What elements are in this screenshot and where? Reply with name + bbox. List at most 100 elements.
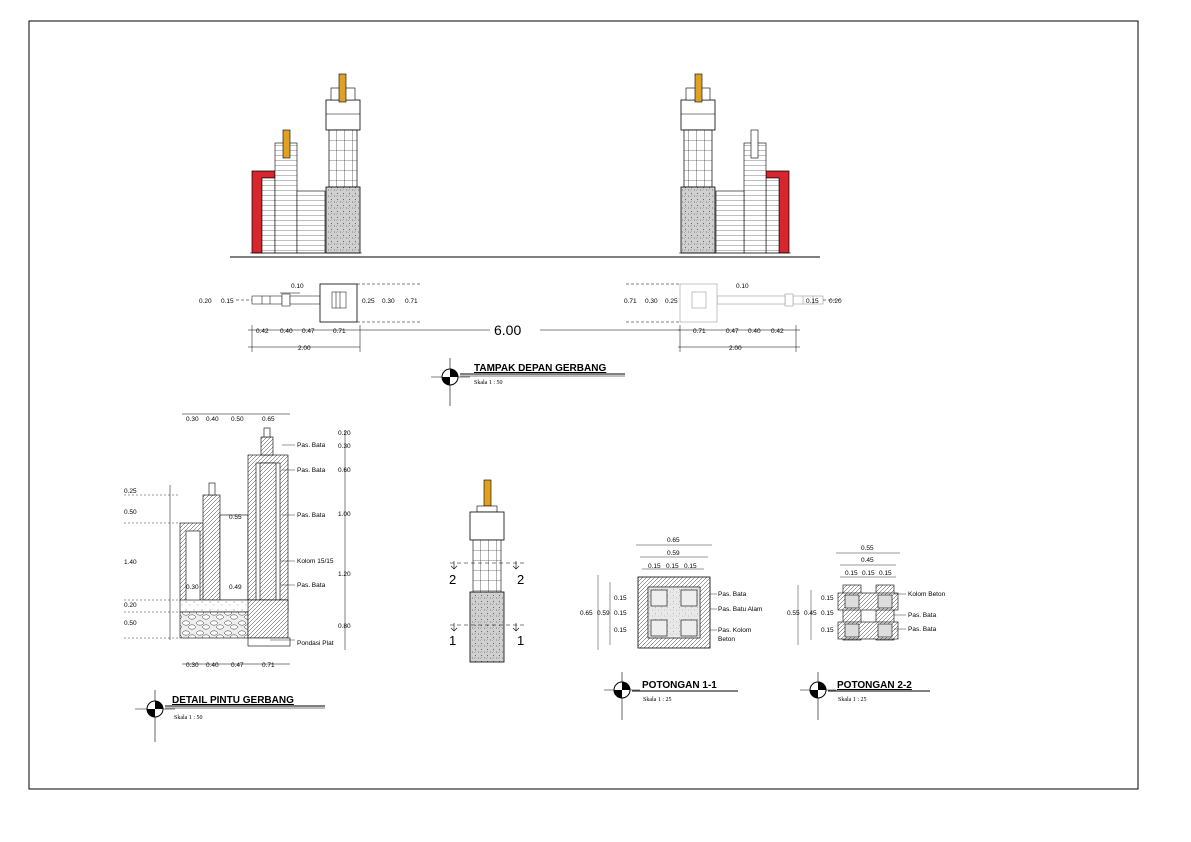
detail-top-0: 0.30	[186, 416, 199, 423]
sec1-left-0: 0.15	[614, 595, 627, 602]
detail-inner-2: 0.49	[229, 584, 242, 591]
pl-d071: 0.71	[405, 298, 418, 305]
small-pillar	[274, 142, 298, 254]
detail-right-4: 1.20	[338, 571, 351, 578]
sec1-title: POTONGAN 1-1	[642, 680, 717, 691]
sec2-left-mid: 0.45	[804, 610, 817, 617]
title-marker-detail	[135, 690, 325, 742]
detail-bottom-3: 0.71	[262, 662, 275, 669]
pl-b042: 0.42	[256, 328, 269, 335]
sec1-left-2: 0.15	[614, 627, 627, 634]
detail-bottom-2: 0.47	[231, 662, 244, 669]
pl-total: 2.00	[298, 345, 311, 352]
sec1-top-2: 0.15	[648, 563, 661, 570]
detail-section	[124, 413, 346, 665]
pl-d010: 0.10	[291, 283, 304, 290]
detail-label-2: Pas. Bata	[297, 512, 326, 519]
detail-right-0: 0.20	[338, 430, 351, 437]
cut-1-left: 1	[449, 633, 456, 648]
title-marker-sec1	[604, 672, 738, 720]
detail-right-5: 0.80	[338, 623, 351, 630]
sec2-top-4: 0.15	[879, 570, 892, 577]
detail-label-3: Kolom 15/15	[297, 558, 334, 565]
detail-top-3: 0.65	[262, 416, 275, 423]
pr-d071: 0.71	[624, 298, 637, 305]
section-2-2	[797, 552, 906, 645]
detail-label-0: Pas. Bata	[297, 442, 326, 449]
sec2-top-2: 0.15	[845, 570, 858, 577]
lamp-small	[282, 129, 291, 159]
pl-d030: 0.30	[382, 298, 395, 305]
sec2-label-0: Kolom Beton	[908, 591, 946, 598]
pl-b047: 0.47	[302, 328, 315, 335]
detail-label-5: Pondasi Plat	[297, 640, 334, 647]
detail-right-3: 1.00	[338, 511, 351, 518]
sec2-left-outer: 0.55	[787, 610, 800, 617]
sec1-top-0: 0.65	[667, 537, 680, 544]
pr-d015: 0.15	[806, 298, 819, 305]
sec1-left-outer: 0.65	[580, 610, 593, 617]
sec2-top-1: 0.45	[861, 557, 874, 564]
detail-label-4: Pas. Bata	[297, 582, 326, 589]
plan-right	[360, 283, 840, 352]
detail-bottom-1: 0.40	[206, 662, 219, 669]
sec2-left-1: 0.15	[821, 610, 834, 617]
pr-b047: 0.47	[726, 328, 739, 335]
sec1-label-3: Beton	[718, 636, 735, 643]
detail-inner-0: 0.55	[229, 514, 242, 521]
sec1-top-3: 0.15	[666, 563, 679, 570]
detail-bottom-0: 0.30	[186, 662, 199, 669]
pl-b071: 0.71	[333, 328, 346, 335]
detail-left-3: 0.20	[124, 602, 137, 609]
detail-top-2: 0.50	[231, 416, 244, 423]
front-scale: Skala 1 : 50	[474, 380, 503, 386]
sec1-label-1: Pas. Batu Alam	[718, 606, 762, 613]
detail-right-2: 0.60	[338, 467, 351, 474]
sec1-label-2: Pas. Kolom	[718, 627, 751, 634]
pr-d025: 0.25	[665, 298, 678, 305]
cut-2-left: 2	[449, 572, 456, 587]
detail-left-0: 0.25	[124, 488, 137, 495]
sec2-label-2: Pas. Bata	[908, 626, 937, 633]
stone-base	[325, 186, 361, 254]
sec2-left-0: 0.15	[821, 595, 834, 602]
pr-d020: 0.20	[829, 298, 842, 305]
detail-top-1: 0.40	[206, 416, 219, 423]
sec1-left-mid: 0.59	[597, 610, 610, 617]
sec2-title: POTONGAN 2-2	[837, 680, 912, 691]
detail-left-2: 1.40	[124, 559, 137, 566]
plan-left	[236, 283, 420, 352]
sec2-left-2: 0.15	[821, 627, 834, 634]
pr-d010: 0.10	[736, 283, 749, 290]
sec1-scale: Skala 1 : 25	[643, 697, 672, 703]
pr-total: 2.00	[729, 345, 742, 352]
pr-d030: 0.30	[645, 298, 658, 305]
lamp-large	[338, 73, 347, 103]
pillar-cap	[325, 99, 361, 131]
sec2-top-0: 0.55	[861, 545, 874, 552]
detail-scale: Skala 1 : 50	[174, 715, 203, 721]
left-gate-pillar	[250, 73, 362, 254]
detail-right-1: 0.30	[338, 443, 351, 450]
sec2-top-3: 0.15	[862, 570, 875, 577]
cut-1-right: 1	[517, 633, 524, 648]
front-title: TAMPAK DEPAN GERBANG	[474, 363, 606, 374]
sec2-scale: Skala 1 : 25	[838, 697, 867, 703]
pl-d015: 0.15	[221, 298, 234, 305]
sec1-top-1: 0.59	[667, 550, 680, 557]
pr-b040: 0.40	[748, 328, 761, 335]
title-marker-sec2	[800, 672, 930, 720]
cut-2-right: 2	[517, 572, 524, 587]
sec1-label-0: Pas. Bata	[718, 591, 747, 598]
sheet-border	[28, 20, 1139, 790]
pr-b071: 0.71	[693, 328, 706, 335]
center-pillar	[450, 479, 525, 663]
pl-d025: 0.25	[362, 298, 375, 305]
title-marker-front	[431, 358, 625, 406]
sec2-label-1: Pas. Bata	[908, 612, 937, 619]
detail-inner-1: 0.30	[186, 584, 199, 591]
right-gate-pillar	[679, 73, 791, 254]
detail-label-1: Pas. Bata	[297, 467, 326, 474]
section-1-1	[597, 544, 717, 650]
pl-d020: 0.20	[199, 298, 212, 305]
